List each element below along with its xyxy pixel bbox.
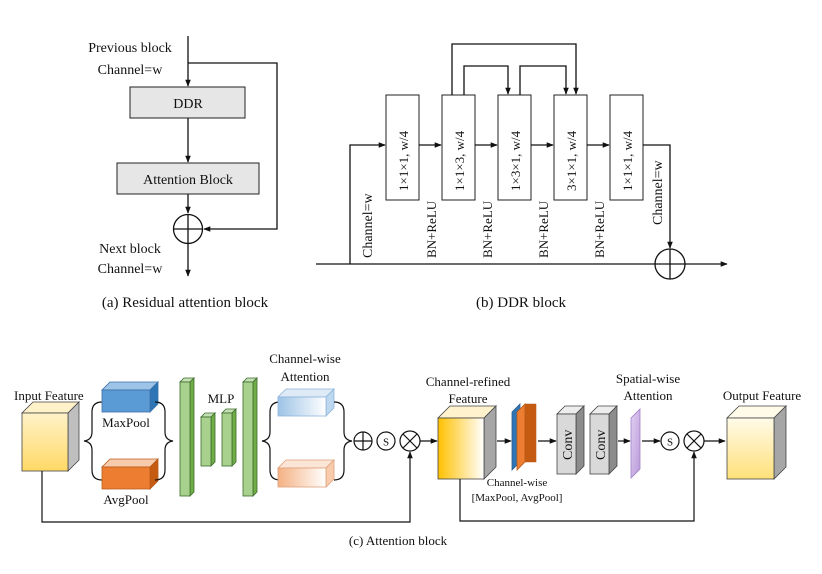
- c-input-feature-label: Input Feature: [14, 388, 84, 403]
- c-mlp-layer-3: [221, 408, 237, 467]
- c-mlp-label: MLP: [208, 391, 235, 406]
- b-conv-label-3: 1×3×1, w/4: [508, 130, 523, 191]
- b-dense-a: [463, 65, 511, 95]
- b-conv-box-4: 3×1×1, w/4: [553, 94, 588, 201]
- c-sigmoid-node-2: S: [660, 431, 680, 451]
- c-channel-refined-label-1: Channel-refined: [426, 374, 511, 389]
- panel-c: Input Feature MaxPool AvgPool MLP: [14, 351, 801, 548]
- c-channel-pool-map: [511, 403, 537, 471]
- a-output-label-2: Channel=w: [98, 262, 164, 277]
- c-channel-attention-label-2: Attention: [280, 369, 330, 384]
- b-conv-label-1: 1×1×1, w/4: [396, 130, 411, 191]
- c-mlp-layer-2: [200, 412, 216, 467]
- c-attention-brace-right: [333, 401, 353, 481]
- c-mlp-layer-4: [242, 377, 258, 497]
- c-left-brace: [83, 401, 103, 481]
- a-attention-box: [116, 162, 260, 195]
- b-caption: (b) DDR block: [476, 295, 566, 311]
- c-channel-pool-label-1: Channel-wise: [487, 477, 548, 489]
- b-conv-box-2: 1×1×3, w/4: [441, 94, 476, 201]
- b-bn-relu-3: BN+ReLU: [536, 200, 551, 258]
- c-conv-label-1: Conv: [561, 430, 576, 460]
- c-avgpool-label: AvgPool: [103, 492, 149, 507]
- c-spatial-attention-label-2: Attention: [623, 388, 673, 403]
- c-caption: (c) Attention block: [349, 533, 448, 548]
- c-sigmoid-node-1: S: [376, 431, 396, 451]
- c-conv-block-1: Conv: [556, 405, 585, 475]
- a-ddr-label: DDR: [173, 97, 203, 112]
- c-channel-refined-label-2: Feature: [449, 391, 488, 406]
- c-channel-attention-label-1: Channel-wise: [269, 351, 341, 366]
- c-input-feature-cube: [21, 401, 80, 472]
- a-input-label-1: Previous block: [88, 41, 172, 56]
- c-conv-block-2: Conv: [589, 405, 618, 475]
- c-sigmoid-label-2: S: [667, 437, 673, 449]
- b-bn-relu-1: BN+ReLU: [424, 200, 439, 258]
- c-maxpool-label: MaxPool: [102, 415, 150, 430]
- c-sum-node: [353, 431, 373, 451]
- b-input-channel: Channel=w: [361, 192, 376, 258]
- b-conv-label-4: 3×1×1, w/4: [564, 130, 579, 191]
- a-output-label-1: Next block: [99, 242, 161, 257]
- a-caption: (a) Residual attention block: [102, 295, 269, 311]
- c-multiply-node-2: [683, 430, 705, 452]
- c-channel-attention-avg: [277, 459, 335, 488]
- a-skip-connection: [188, 62, 278, 232]
- b-branch-in: [349, 142, 386, 264]
- b-conv-label-2: 1×1×3, w/4: [452, 130, 467, 191]
- a-input-label-2: Channel=w: [98, 63, 164, 78]
- c-avgpool-block: [101, 458, 159, 490]
- c-multiply-node-1: [399, 430, 421, 452]
- c-skip-input: [41, 451, 413, 523]
- c-attention-brace-left: [261, 401, 281, 481]
- b-bn-relu-2: BN+ReLU: [480, 200, 495, 258]
- c-sigmoid-label-1: S: [383, 437, 389, 449]
- c-mlp-layer-1: [179, 377, 195, 497]
- b-bn-relu-4: BN+ReLU: [592, 200, 607, 258]
- b-output-channel: Channel=w: [651, 159, 666, 225]
- c-maxpool-block: [101, 381, 159, 413]
- c-conv-label-2: Conv: [594, 430, 609, 460]
- c-skip-refined: [459, 451, 697, 522]
- c-output-feature-label: Output Feature: [723, 388, 802, 403]
- b-sum-node: [654, 248, 686, 280]
- b-conv-label-5: 1×1×1, w/4: [620, 130, 635, 191]
- panel-b: Channel=w 1×1×1, w/4 1×1×3, w/4 1×3×1, w…: [316, 43, 728, 311]
- c-channel-attention-max: [277, 388, 335, 417]
- c-channel-pool-label-2: [MaxPool, AvgPool]: [472, 492, 563, 504]
- c-middle-brace: [154, 401, 174, 481]
- b-branch-out: [643, 144, 673, 249]
- c-channel-refined-cube: [437, 405, 497, 480]
- b-dense-b: [519, 65, 569, 95]
- a-sum-node: [172, 213, 204, 245]
- c-spatial-attention-map: [630, 408, 641, 479]
- b-conv-box-3: 1×3×1, w/4: [497, 94, 532, 201]
- b-dense-outer: [451, 43, 579, 95]
- c-output-feature-cube: [726, 405, 787, 480]
- a-attention-label: Attention Block: [143, 173, 233, 188]
- panel-a: Previous block Channel=w DDR Attention B…: [88, 36, 278, 311]
- b-conv-box-5: 1×1×1, w/4: [609, 94, 644, 201]
- b-conv-box-1: 1×1×1, w/4: [385, 94, 420, 201]
- c-spatial-attention-label-1: Spatial-wise: [616, 371, 680, 386]
